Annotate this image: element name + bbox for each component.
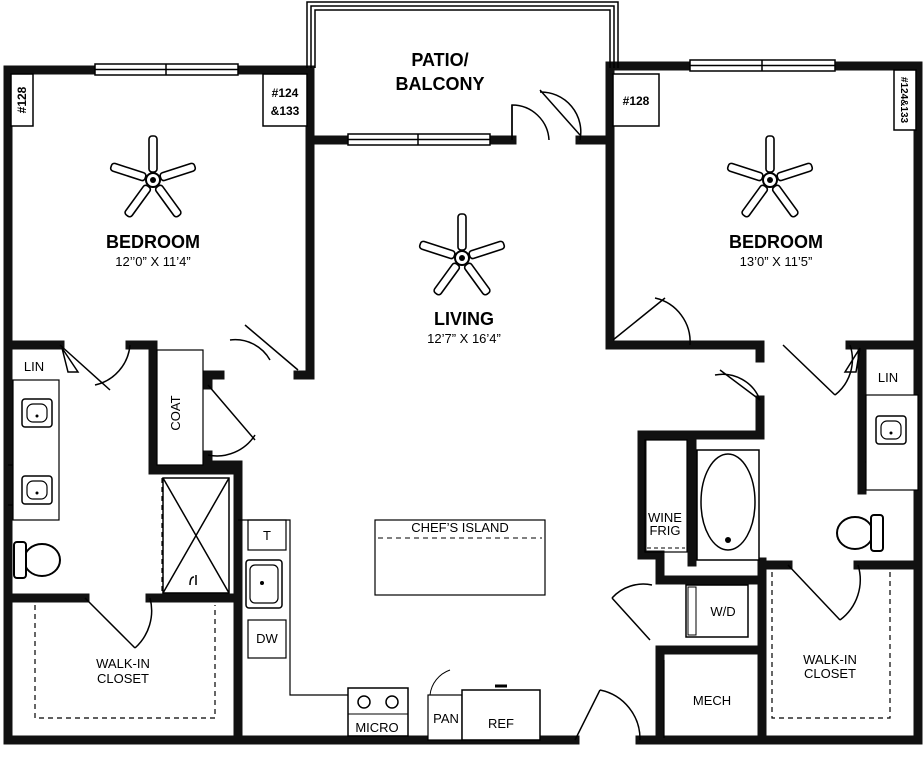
tag-left-inner-2: &133 [271, 104, 300, 118]
shower [162, 477, 230, 594]
refrigerator [461, 689, 541, 741]
wine-label-2: FRIG [649, 523, 680, 538]
lin-left-label: LIN [24, 359, 44, 374]
micro-label: MICRO [355, 720, 398, 735]
bathtub-icon [696, 449, 760, 561]
tag-left-outer: #128 [15, 86, 29, 113]
toilet-icon [836, 514, 884, 552]
ceiling-fan-icon [725, 135, 815, 219]
closet-left-label-2: CLOSET [97, 671, 149, 686]
exterior-walls [3, 61, 923, 745]
tag-right-inner: #128 [623, 94, 650, 108]
bedroom-right-label: BEDROOM [729, 232, 823, 252]
closet-left-label-1: WALK-IN [96, 656, 150, 671]
ref-label: REF [488, 716, 514, 731]
kitchen-counter [238, 519, 350, 696]
sink-icon [21, 475, 53, 505]
trash-label: T [263, 528, 271, 543]
pantry-label: PAN [433, 711, 459, 726]
ceiling-fan-icon [417, 213, 507, 297]
chefs-island-label: CHEF’S ISLAND [411, 520, 509, 535]
interior-walls [3, 135, 923, 745]
sink-icon [875, 415, 907, 445]
wine-label-1: WINE [648, 510, 682, 525]
patio-railing [306, 1, 619, 68]
mech-label: MECH [693, 693, 731, 708]
ceiling-fan-icon [108, 135, 198, 219]
windows [94, 59, 836, 146]
washer-dryer-label: W/D [710, 604, 735, 619]
tag-right-outer: #124&133 [898, 77, 909, 124]
bedroom-left-label: BEDROOM [106, 232, 200, 252]
unit-tags [10, 69, 917, 131]
dishwasher-label: DW [256, 631, 278, 646]
kitchen-sink [245, 559, 283, 609]
closet-right-label-2: CLOSET [804, 666, 856, 681]
vanity-right [865, 394, 919, 491]
lin-right-label: LIN [878, 370, 898, 385]
closet-right-label-1: WALK-IN [803, 652, 857, 667]
chefs-island [374, 519, 546, 596]
coat-label: COAT [168, 395, 183, 430]
closet-shelves [8, 461, 918, 719]
tag-left-inner-1: #124 [272, 86, 299, 100]
toilet-icon [13, 541, 61, 579]
patio-label-2: BALCONY [396, 74, 485, 94]
patio-label-1: PATIO/ [411, 50, 468, 70]
coat-closet [156, 349, 204, 466]
wine-frig-box [644, 439, 688, 553]
bedroom-left-dims: 12’’0” X 11’4” [115, 254, 190, 269]
stove-icon [347, 687, 409, 737]
living-dims: 12’7” X 16’4” [427, 331, 501, 346]
sink-icon [21, 398, 53, 428]
bedroom-right-dims: 13’0” X 11’5” [740, 254, 813, 269]
living-label: LIVING [434, 309, 494, 329]
door-swing-icon [59, 89, 861, 741]
